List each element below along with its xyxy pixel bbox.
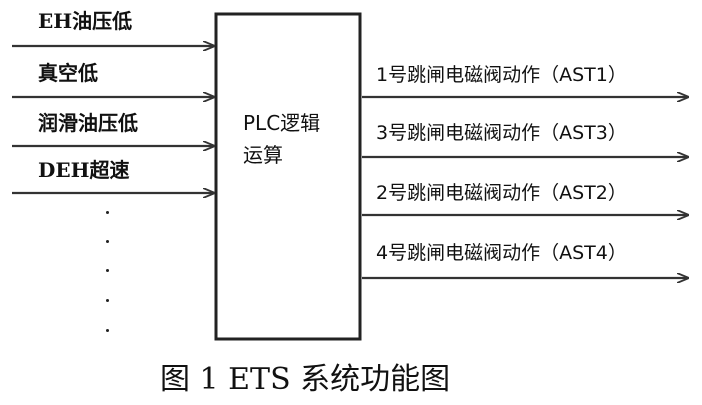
ellipsis-dot	[106, 329, 109, 332]
ellipsis-dot	[106, 299, 109, 302]
output-label-ast1: 1号跳闸电磁阀动作（AST1）	[376, 64, 627, 86]
figure-caption: 图 1 ETS 系统功能图	[160, 362, 451, 397]
plc-logic-box	[214, 12, 362, 341]
ellipsis-dot	[106, 269, 109, 272]
ellipsis-dot	[106, 240, 109, 243]
input-label-eh-oil-pressure-low: EH油压低	[38, 9, 133, 33]
ellipsis-dot	[106, 211, 109, 214]
input-label-deh-overspeed: DEH超速	[38, 158, 130, 182]
plc-box-subtitle: 运算	[243, 143, 283, 167]
input-label-lube-oil-pressure-low: 润滑油压低	[38, 111, 138, 135]
plc-box-title: PLC逻辑	[243, 111, 321, 135]
output-label-ast2: 2号跳闸电磁阀动作（AST2）	[376, 182, 627, 204]
output-label-ast3: 3号跳闸电磁阀动作（AST3）	[376, 122, 627, 144]
input-label-vacuum-low: 真空低	[38, 61, 98, 85]
output-label-ast4: 4号跳闸电磁阀动作（AST4）	[376, 242, 627, 264]
